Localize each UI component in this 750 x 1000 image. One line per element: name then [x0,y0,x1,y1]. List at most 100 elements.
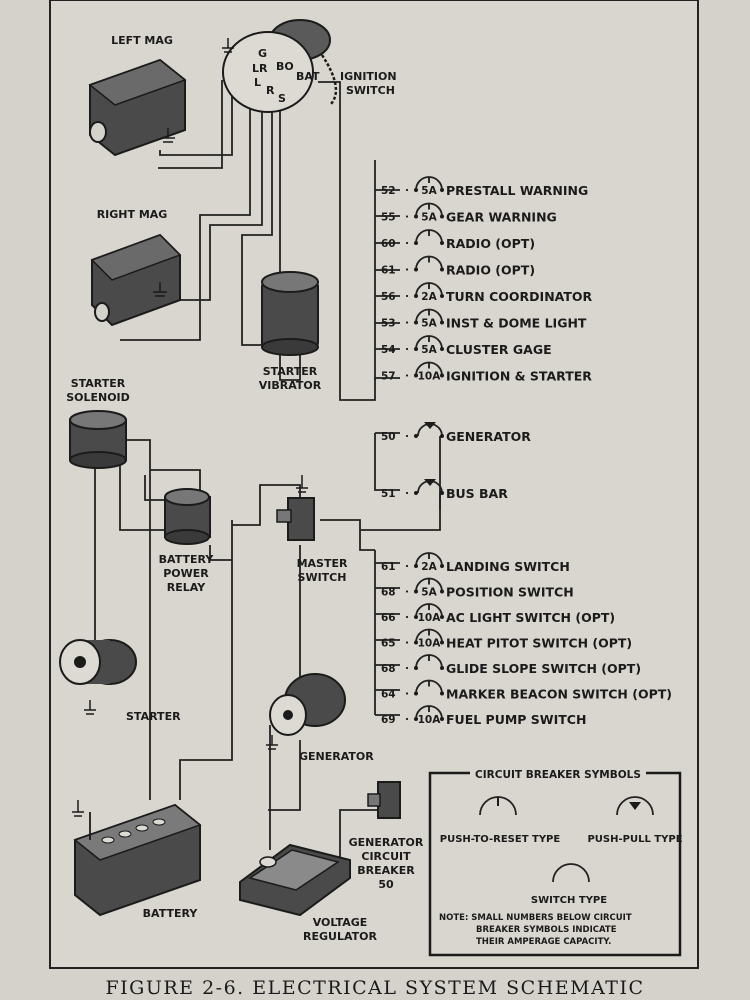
legend-push-pull: PUSH-PULL TYPE [587,834,682,845]
breaker-amperage: 5A [421,344,437,356]
breaker-node [440,491,444,495]
breaker-top-row: 57 10A IGNITION & STARTER [381,361,592,384]
breaker-number: 53 [381,318,396,330]
generator-circuit-breaker-label-2: CIRCUIT [361,850,411,863]
generator-circuit-breaker-label-4: 50 [378,878,394,891]
breaker-label: GENERATOR [446,429,531,444]
ignition-switch-label-1: IGNITION [340,70,397,83]
breaker-amperage: 2A [421,561,437,573]
voltage-regulator [239,843,351,917]
starter-solenoid [69,410,127,469]
battery [72,800,202,917]
breaker-amperage: 5A [421,212,437,224]
starter-label: STARTER [126,710,181,723]
breaker-number: 65 [381,638,396,650]
push-pull-marker [424,422,436,429]
breaker-node [440,434,444,438]
breaker-top-row: 60 RADIO (OPT) [381,229,535,251]
breaker-amperage: 10A [418,612,442,624]
starter-vibrator-label-1: STARTER [263,365,318,378]
battery-power-relay-label-2: POWER [163,567,209,580]
breaker-node [414,294,418,298]
figure-caption: FIGURE 2-6. ELECTRICAL SYSTEM SCHEMATIC [105,977,644,999]
breaker-node [440,666,444,670]
ignition-switch-label-2: SWITCH [346,84,395,97]
ignition-switch [222,19,338,113]
breaker-node [440,188,444,192]
breaker-number: 69 [381,714,396,726]
breaker-node [414,564,418,568]
ignition-terminal-g: G [258,47,267,60]
push-pull-symbol [616,796,654,816]
breaker-label: POSITION SWITCH [446,585,574,600]
breaker-number: 52 [381,185,396,197]
breaker-node [440,589,444,594]
breaker-label: PRESTALL WARNING [446,183,588,198]
breaker-node [440,294,444,298]
breaker-label: INST & DOME LIGHT [446,316,587,331]
breaker-label: MARKER BEACON SWITCH (OPT) [446,687,672,702]
breaker-label: RADIO (OPT) [446,236,535,251]
breaker-number: 68 [381,587,396,599]
breaker-label: IGNITION & STARTER [446,369,592,384]
ignition-terminal-s: S [278,92,286,105]
breaker-node [440,640,444,645]
breaker-amperage: 10A [418,714,442,726]
starter-solenoid-label-2: SOLENOID [66,391,130,404]
breaker-label: BUS BAR [446,486,508,501]
breaker-number: 54 [381,344,396,356]
breaker-amperage: 10A [418,638,442,650]
breaker-number: 60 [381,238,396,250]
battery-power-relay-label-3: RELAY [167,581,206,594]
ignition-terminal-bat: BAT [296,70,320,83]
breaker-number: 57 [381,371,396,383]
breaker-node [414,373,418,378]
breaker-number: 68 [381,663,396,675]
breaker-amperage: 10A [418,371,442,383]
ignition-terminal-r: R [266,84,275,97]
breaker-node [440,320,444,325]
breaker-node [440,564,444,568]
voltage-regulator-label-1: VOLTAGE [313,916,368,929]
breaker-node [440,347,444,351]
ignition-terminal-lr: LR [252,62,268,75]
breaker-number: 51 [381,488,396,500]
left-mag-label: LEFT MAG [111,34,173,47]
legend-switch-type: SWITCH TYPE [531,895,607,906]
breaker-node [440,214,444,219]
starter-solenoid-label-1: STARTER [71,377,126,390]
legend-title: CIRCUIT BREAKER SYMBOLS [475,769,641,781]
breaker-bottom-row: 69 10A FUEL PUMP SWITCH [381,705,586,727]
legend-note-3: THEIR AMPERAGE CAPACITY. [476,937,611,947]
breaker-node [440,241,444,245]
breaker-node [440,717,444,721]
breaker-node [414,188,418,192]
master-switch [276,475,315,541]
right-mag [90,233,182,327]
breaker-number: 56 [381,291,396,303]
breaker-node [414,267,418,272]
breaker-label: FUEL PUMP SWITCH [446,712,586,727]
breaker-node [414,241,418,245]
breaker-label: LANDING SWITCH [446,559,570,574]
breaker-node [414,717,418,721]
breaker-mid-row: 51 BUS BAR [381,479,508,501]
breaker-node [414,666,418,670]
generator-circuit-breaker-label-3: BREAKER [357,864,415,877]
wiring [94,69,441,865]
breaker-amperage: 2A [421,291,437,303]
push-pull-marker [424,479,436,486]
